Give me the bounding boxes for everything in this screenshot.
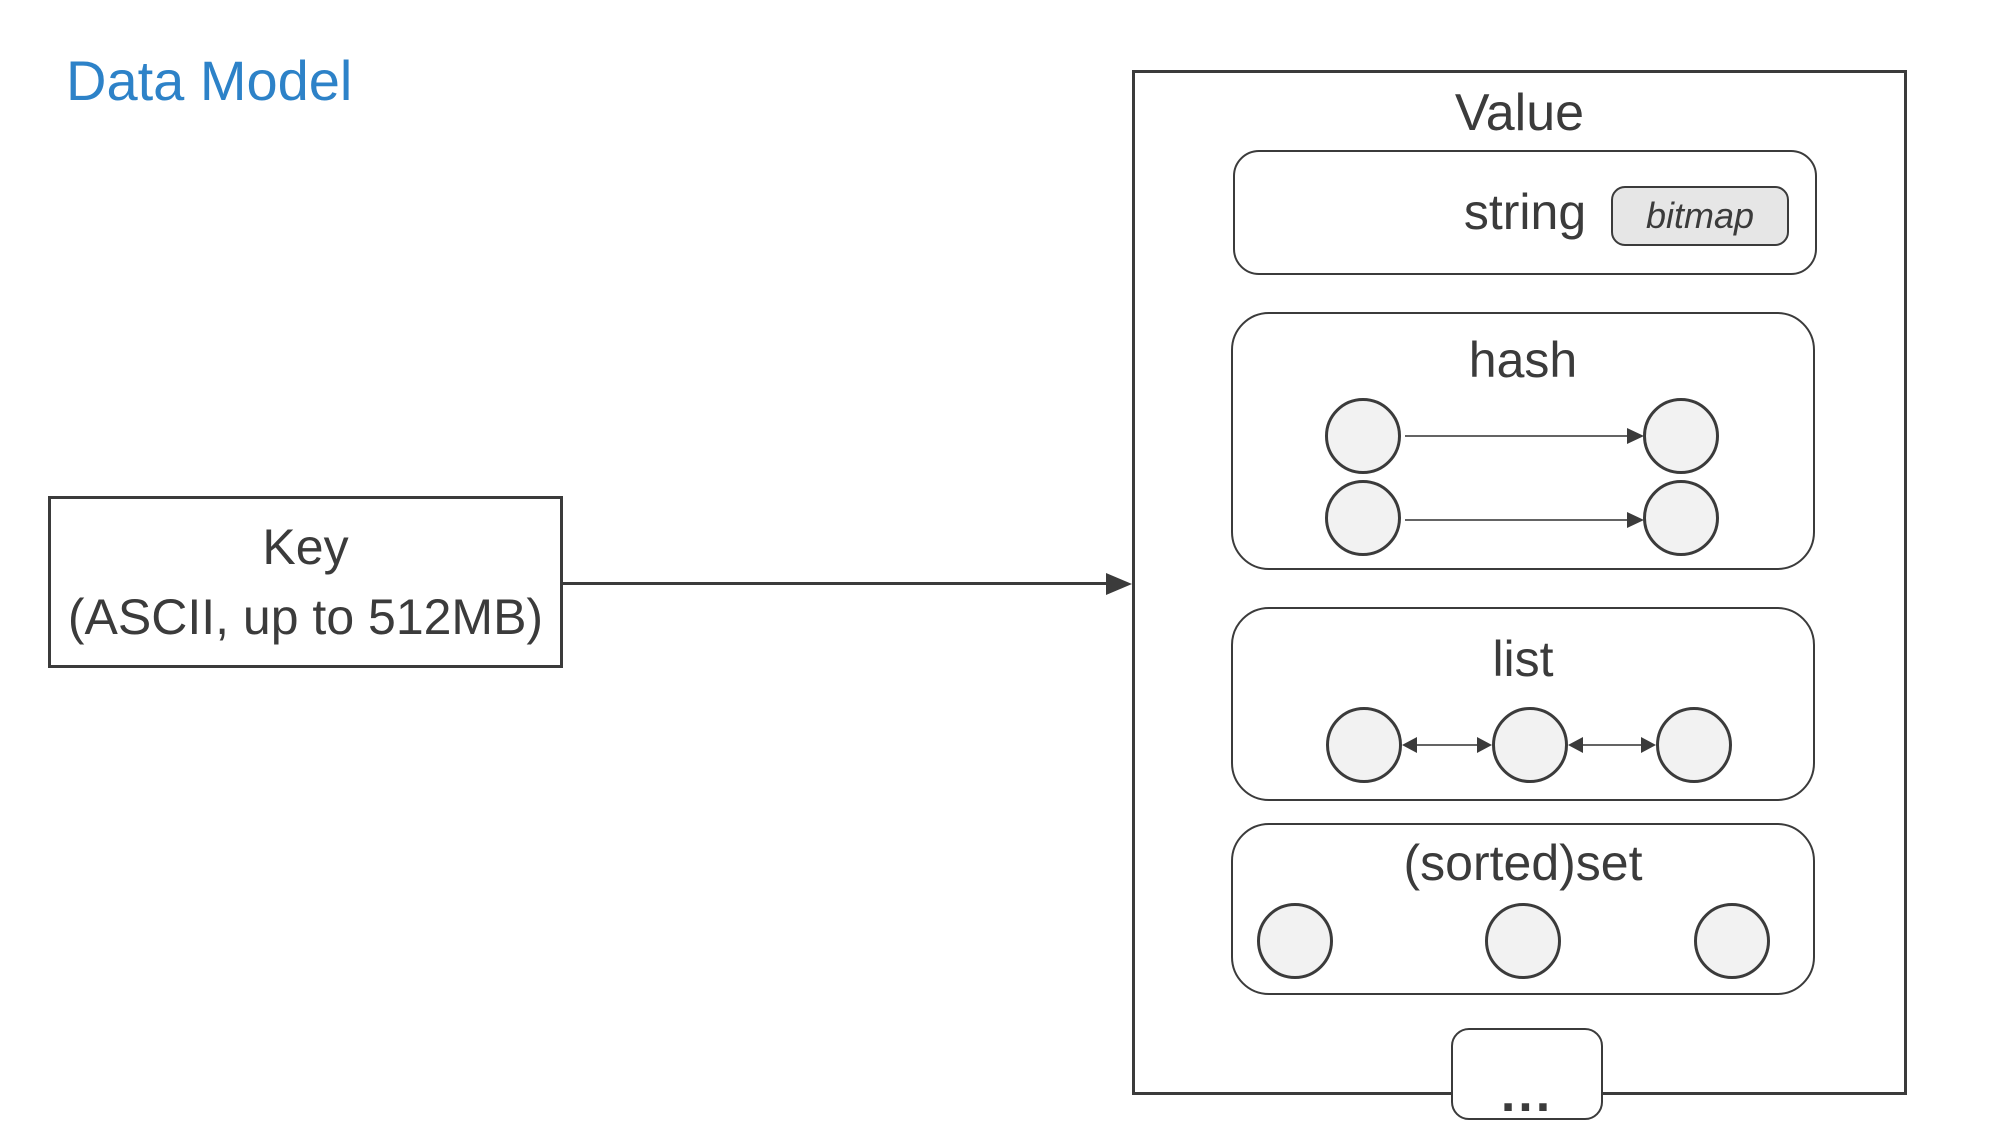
- more-types-box: ...: [1451, 1028, 1603, 1120]
- bitmap-badge-label: bitmap: [1645, 195, 1755, 236]
- hash-section: hash: [1231, 312, 1815, 570]
- list-label: list: [1492, 631, 1554, 687]
- hash-field-arrow: [1405, 435, 1627, 437]
- key-box: Key (ASCII, up to 512MB): [48, 496, 563, 668]
- list-link-arrow: [1570, 744, 1654, 746]
- node-circle: [1325, 398, 1401, 474]
- key-to-value-arrow: [563, 582, 1106, 585]
- string-label: string: [1463, 184, 1587, 240]
- ellipsis-label: ...: [1500, 1065, 1554, 1123]
- node-circle: [1656, 707, 1732, 783]
- node-circle: [1643, 480, 1719, 556]
- node-circle: [1257, 903, 1333, 979]
- value-title: Value: [1454, 84, 1585, 142]
- hash-label: hash: [1468, 332, 1578, 388]
- hash-field-arrow: [1405, 519, 1627, 521]
- list-section: list: [1231, 607, 1815, 801]
- page-title: Data Model: [66, 49, 353, 112]
- node-circle: [1325, 480, 1401, 556]
- node-circle: [1694, 903, 1770, 979]
- string-section: string bitmap: [1233, 150, 1817, 275]
- bitmap-badge: bitmap: [1611, 186, 1789, 246]
- node-circle: [1485, 903, 1561, 979]
- sorted-set-section: (sorted)set: [1231, 823, 1815, 995]
- value-box: Value string bitmap hash list (sorted): [1132, 70, 1907, 1120]
- list-link-arrow: [1404, 744, 1490, 746]
- sorted-set-label: (sorted)set: [1403, 835, 1643, 891]
- node-circle: [1643, 398, 1719, 474]
- node-circle: [1326, 707, 1402, 783]
- key-sublabel: (ASCII, up to 512MB): [67, 589, 544, 645]
- key-label: Key: [262, 519, 349, 575]
- node-circle: [1492, 707, 1568, 783]
